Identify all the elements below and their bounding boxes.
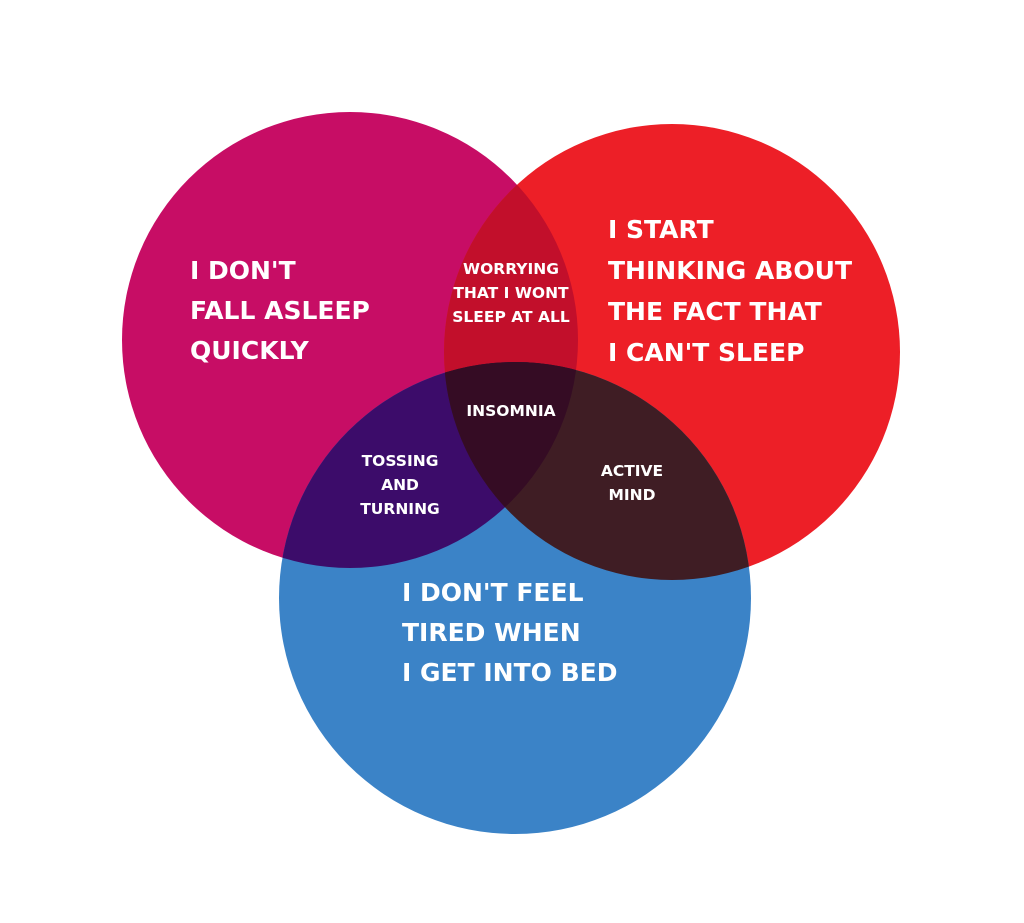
label-overlap-right-bottom-line: MIND <box>608 486 655 504</box>
label-overlap-left-right-line: THAT I WONT <box>453 284 569 302</box>
label-right-line: I CAN'T SLEEP <box>608 338 804 367</box>
label-bottom-line: I GET INTO BED <box>402 658 617 687</box>
label-overlap-left-right-line: SLEEP AT ALL <box>452 308 570 326</box>
label-overlap-right-bottom: ACTIVE MIND <box>601 462 663 504</box>
label-right-line: THINKING ABOUT <box>608 256 852 285</box>
label-right-line: I START <box>608 215 714 244</box>
label-left: I DON'T FALL ASLEEP QUICKLY <box>190 256 370 365</box>
label-overlap-left-right: WORRYING THAT I WONT SLEEP AT ALL <box>452 260 570 326</box>
label-bottom-line: TIRED WHEN <box>402 618 581 647</box>
label-bottom-line: I DON'T FEEL <box>402 578 584 607</box>
overlap-left-bottom <box>279 362 578 568</box>
label-right: I START THINKING ABOUT THE FACT THAT I CAN'… <box>608 215 852 367</box>
label-overlap-left-right-line: WORRYING <box>463 260 559 278</box>
label-overlap-left-bottom-line: AND <box>381 476 419 494</box>
label-overlap-center: INSOMNIA <box>466 402 555 420</box>
label-left-line: QUICKLY <box>190 336 310 365</box>
label-overlap-left-bottom: TOSSING AND TURNING <box>360 452 440 518</box>
label-overlap-center-line: INSOMNIA <box>466 402 555 420</box>
label-overlap-right-bottom-line: ACTIVE <box>601 462 663 480</box>
label-left-line: I DON'T <box>190 256 296 285</box>
label-bottom: I DON'T FEEL TIRED WHEN I GET INTO BED <box>402 578 617 687</box>
overlap-right-bottom <box>444 362 751 580</box>
label-right-line: THE FACT THAT <box>608 297 822 326</box>
label-left-line: FALL ASLEEP <box>190 296 370 325</box>
label-overlap-left-bottom-line: TOSSING <box>362 452 439 470</box>
label-overlap-left-bottom-line: TURNING <box>360 500 440 518</box>
